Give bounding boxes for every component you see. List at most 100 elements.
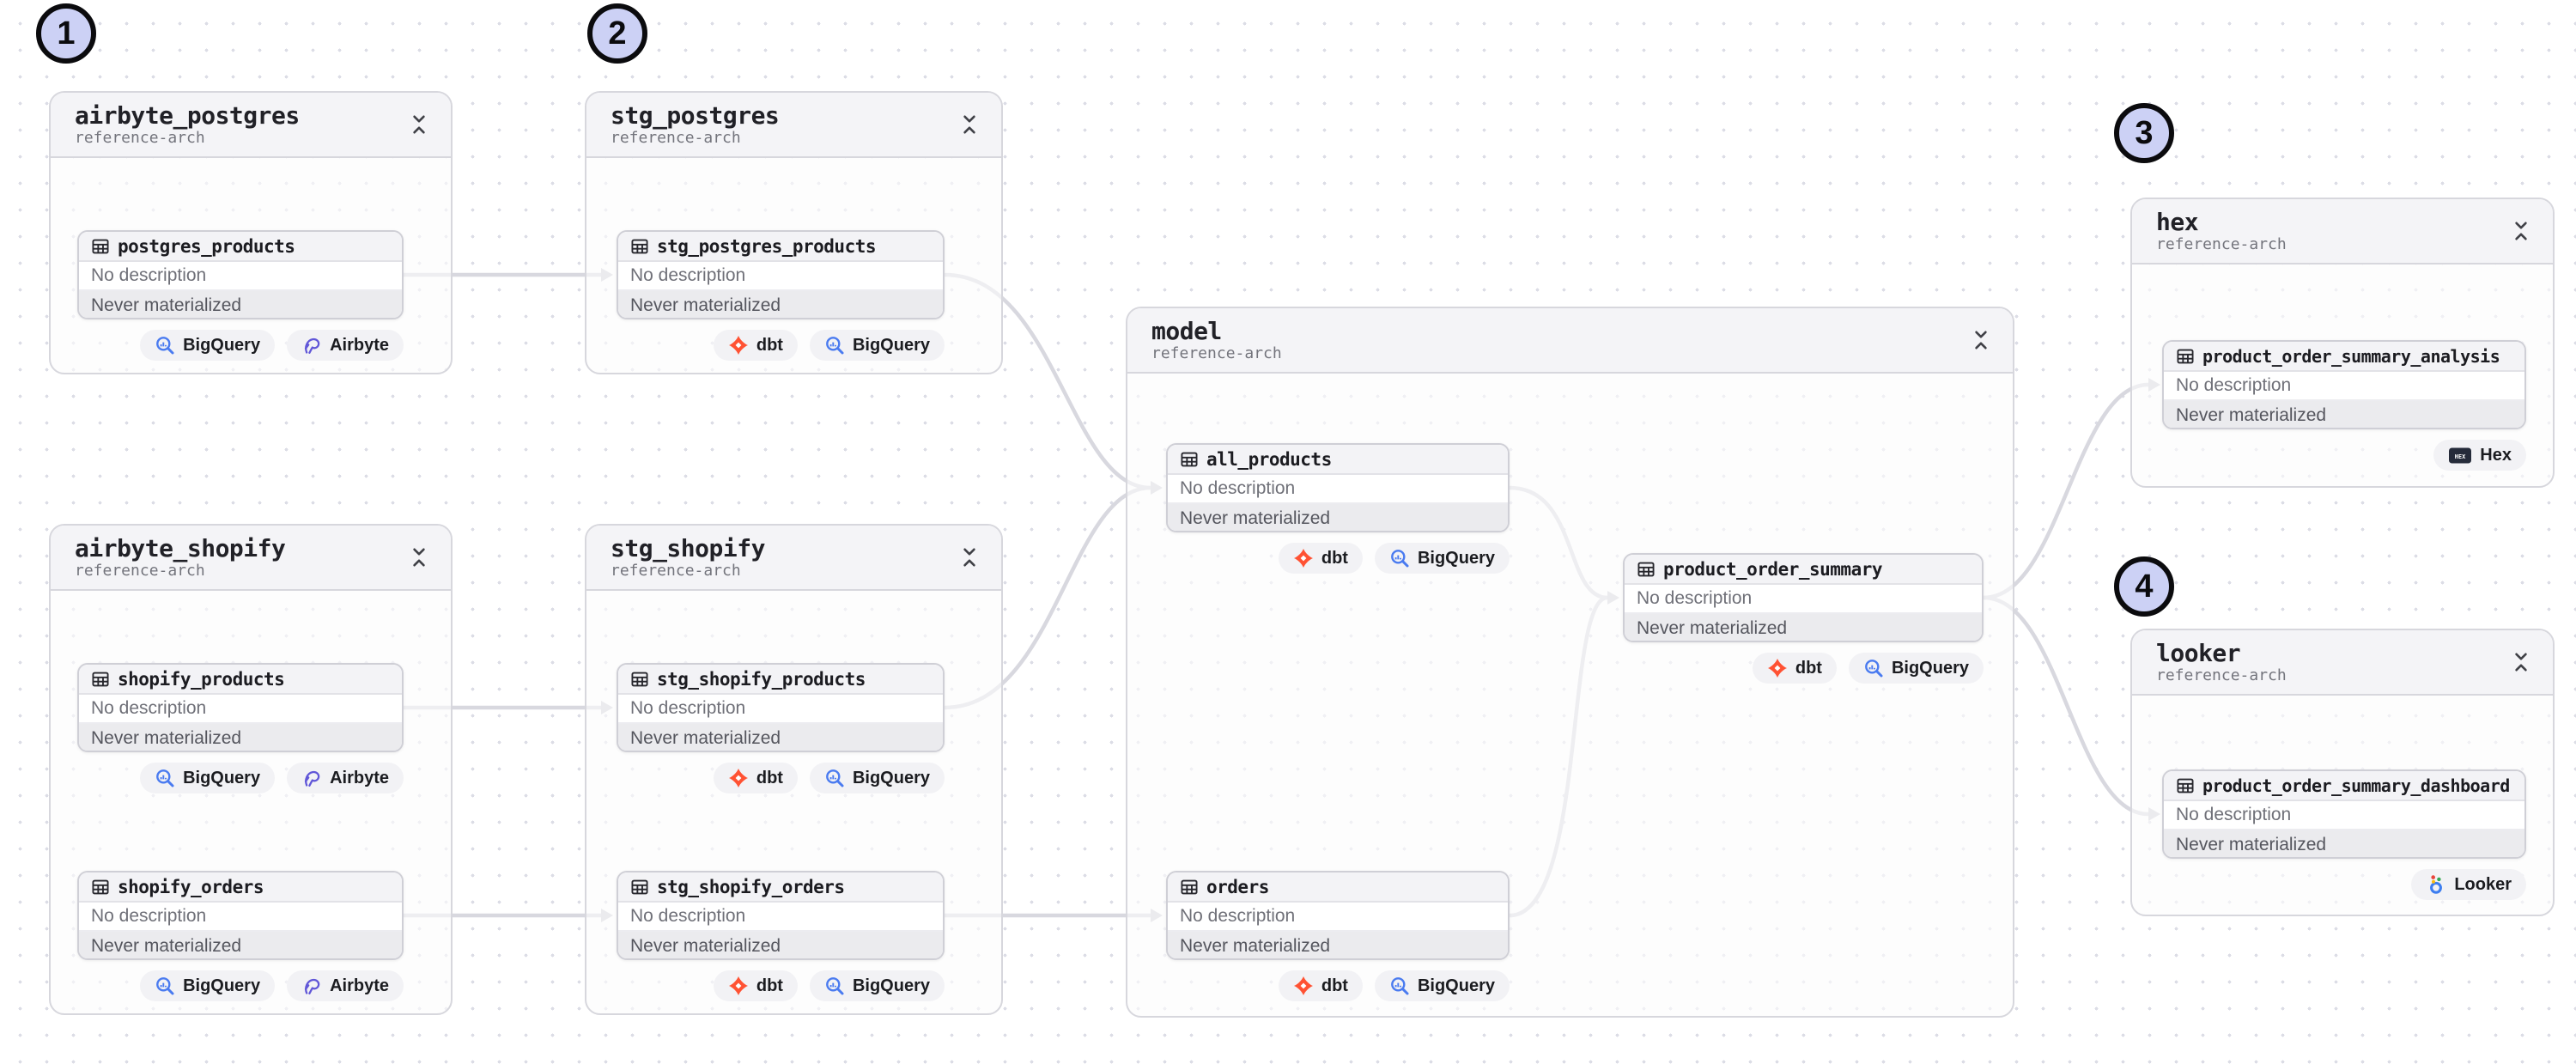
badge-hex[interactable]: Hex	[2433, 440, 2526, 471]
asset-card-product-order-summary-dashboard[interactable]: product_order_summary_dashboard No descr…	[2162, 769, 2526, 859]
asset-description: No description	[2164, 801, 2524, 830]
asset-card-product-order-summary-analysis[interactable]: product_order_summary_analysis No descri…	[2162, 340, 2526, 429]
badge-airbyte[interactable]: Airbyte	[287, 330, 404, 361]
bigquery-icon	[824, 335, 845, 356]
group-header[interactable]: model reference-arch	[1127, 308, 2013, 374]
badge-row: BigQuery Airbyte	[77, 330, 404, 361]
asset-status: Never materialized	[618, 932, 943, 958]
table-icon	[2176, 776, 2195, 795]
badge-looker[interactable]: Looker	[2411, 869, 2526, 900]
looker-icon	[2426, 874, 2446, 895]
asset-card-all-products[interactable]: all_products No description Never materi…	[1166, 443, 1510, 532]
group-header[interactable]: stg_postgres reference-arch	[586, 93, 1001, 158]
asset-description: No description	[1168, 475, 1508, 504]
collapse-icon[interactable]	[960, 113, 979, 136]
group-title: looker	[2156, 638, 2241, 667]
group-subtitle: reference-arch	[2156, 666, 2287, 684]
group-title: airbyte_postgres	[75, 100, 300, 130]
table-icon	[630, 878, 649, 897]
collapse-icon[interactable]	[2512, 220, 2530, 242]
annotation-marker-3: 3	[2114, 103, 2174, 163]
asset-name: product_order_summary_analysis	[2202, 345, 2500, 367]
asset-card-shopify-orders[interactable]: shopify_orders No description Never mate…	[77, 871, 404, 960]
asset-name: product_order_summary	[1663, 558, 1883, 580]
bigquery-icon	[155, 335, 175, 356]
badge-row: dbt BigQuery	[1623, 653, 1984, 684]
badge-bigquery[interactable]: BigQuery	[809, 763, 945, 793]
asset-name: orders	[1206, 876, 1269, 897]
badge-bigquery[interactable]: BigQuery	[809, 330, 945, 361]
group-subtitle: reference-arch	[75, 128, 205, 147]
asset-status: Never materialized	[2164, 401, 2524, 428]
annotation-marker-1: 1	[36, 3, 96, 64]
annotation-marker-2: 2	[587, 3, 647, 64]
badge-airbyte[interactable]: Airbyte	[287, 763, 404, 793]
group-title: stg_shopify	[611, 533, 765, 562]
badge-dbt[interactable]: dbt	[713, 763, 798, 793]
bigquery-icon	[1389, 548, 1410, 568]
badge-dbt[interactable]: dbt	[1752, 653, 1837, 684]
badge-bigquery[interactable]: BigQuery	[1374, 970, 1510, 1001]
asset-description: No description	[2164, 372, 2524, 401]
badge-bigquery[interactable]: BigQuery	[140, 970, 276, 1001]
badge-bigquery[interactable]: BigQuery	[809, 970, 945, 1001]
group-header[interactable]: airbyte_postgres reference-arch	[51, 93, 451, 158]
badge-dbt[interactable]: dbt	[713, 330, 798, 361]
asset-description: No description	[1168, 903, 1508, 932]
badge-row: dbt BigQuery	[1166, 970, 1510, 1001]
badge-dbt[interactable]: dbt	[713, 970, 798, 1001]
asset-card-orders[interactable]: orders No description Never materialized	[1166, 871, 1510, 960]
badge-bigquery[interactable]: BigQuery	[1848, 653, 1984, 684]
group-title: hex	[2156, 207, 2199, 236]
asset-description: No description	[79, 262, 402, 291]
asset-card-stg-shopify-products[interactable]: stg_shopify_products No description Neve…	[617, 663, 945, 752]
asset-description: No description	[79, 903, 402, 932]
group-header[interactable]: stg_shopify reference-arch	[586, 526, 1001, 591]
asset-name: shopify_products	[118, 668, 285, 690]
asset-card-stg-shopify-orders[interactable]: stg_shopify_orders No description Never …	[617, 871, 945, 960]
asset-card-stg-postgres-products[interactable]: stg_postgres_products No description Nev…	[617, 230, 945, 319]
asset-name: all_products	[1206, 448, 1332, 470]
asset-status: Never materialized	[618, 724, 943, 751]
asset-status: Never materialized	[1168, 932, 1508, 958]
airbyte-icon	[301, 768, 322, 788]
group-subtitle: reference-arch	[611, 128, 741, 147]
collapse-icon[interactable]	[1971, 329, 1990, 351]
bigquery-icon	[155, 976, 175, 996]
table-icon	[630, 237, 649, 256]
table-icon	[91, 237, 110, 256]
badge-dbt[interactable]: dbt	[1278, 970, 1363, 1001]
group-header[interactable]: airbyte_shopify reference-arch	[51, 526, 451, 591]
asset-description: No description	[618, 903, 943, 932]
bigquery-icon	[1863, 658, 1884, 678]
badge-row: dbt BigQuery	[1166, 543, 1510, 574]
asset-description: No description	[79, 695, 402, 724]
group-header[interactable]: looker reference-arch	[2132, 630, 2553, 696]
group-title: airbyte_shopify	[75, 533, 286, 562]
asset-card-product-order-summary[interactable]: product_order_summary No description Nev…	[1623, 553, 1984, 642]
asset-card-postgres-products[interactable]: postgres_products No description Never m…	[77, 230, 404, 319]
collapse-icon[interactable]	[410, 113, 428, 136]
asset-card-shopify-products[interactable]: shopify_products No description Never ma…	[77, 663, 404, 752]
asset-name: stg_shopify_orders	[657, 876, 845, 897]
bigquery-icon	[155, 768, 175, 788]
hex-icon	[2448, 447, 2472, 465]
badge-dbt[interactable]: dbt	[1278, 543, 1363, 574]
annotation-marker-4: 4	[2114, 556, 2174, 617]
badge-bigquery[interactable]: BigQuery	[1374, 543, 1510, 574]
asset-status: Never materialized	[79, 932, 402, 958]
collapse-icon[interactable]	[2512, 651, 2530, 673]
badge-airbyte[interactable]: Airbyte	[287, 970, 404, 1001]
collapse-icon[interactable]	[410, 546, 428, 568]
airbyte-icon	[301, 976, 322, 996]
dbt-icon	[1293, 976, 1314, 996]
group-header[interactable]: hex reference-arch	[2132, 199, 2553, 264]
badge-bigquery[interactable]: BigQuery	[140, 330, 276, 361]
collapse-icon[interactable]	[960, 546, 979, 568]
asset-name: product_order_summary_dashboard	[2202, 775, 2510, 796]
badge-bigquery[interactable]: BigQuery	[140, 763, 276, 793]
bigquery-icon	[824, 768, 845, 788]
table-icon	[1637, 560, 1656, 579]
dbt-icon	[728, 768, 749, 788]
